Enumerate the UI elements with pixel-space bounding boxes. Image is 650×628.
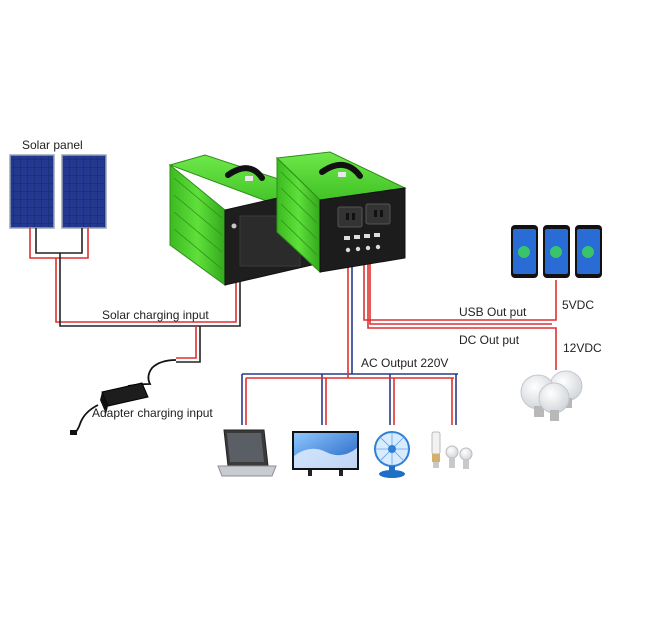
smartphone-icon — [511, 225, 538, 278]
usb-output-wires — [363, 256, 557, 321]
ac-output-label: AC Output 220V — [361, 356, 449, 370]
light-bulbs-icon — [431, 431, 473, 469]
dc-output-wires — [367, 256, 557, 370]
solar-panel-label: Solar panel — [22, 138, 83, 152]
handle-icon — [319, 162, 363, 179]
ac-socket-icon — [337, 203, 391, 228]
solar-charging-input-label: Solar charging input — [102, 308, 209, 322]
power-station-front — [275, 151, 407, 274]
charging-port-icon — [231, 223, 237, 229]
dc-port-icon — [345, 244, 381, 253]
fan-icon — [374, 431, 410, 478]
smartphone-icon — [543, 225, 570, 278]
solar-panel-left — [9, 154, 55, 229]
adapter-wires — [176, 326, 201, 363]
smartphone-icon — [575, 225, 602, 278]
smartphones-group — [511, 225, 602, 278]
usb-voltage-label: 5VDC — [562, 298, 595, 312]
power-adapter-icon — [70, 359, 177, 435]
dc-voltage-label: 12VDC — [563, 341, 602, 355]
solar-panel-array — [9, 154, 107, 229]
adapter-charging-input-label: Adapter charging input — [92, 406, 213, 420]
usb-output-label: USB Out put — [459, 305, 527, 319]
solar-panel-right — [61, 154, 107, 229]
dc-output-label: DC Out put — [459, 333, 520, 347]
solar-wires — [29, 228, 241, 327]
led-bulbs-icon — [520, 370, 583, 421]
ac-output-wires — [241, 256, 458, 425]
tv-icon — [292, 431, 359, 476]
laptop-icon — [217, 429, 277, 477]
handle-icon — [225, 165, 265, 181]
usb-port-icon — [344, 233, 380, 240]
